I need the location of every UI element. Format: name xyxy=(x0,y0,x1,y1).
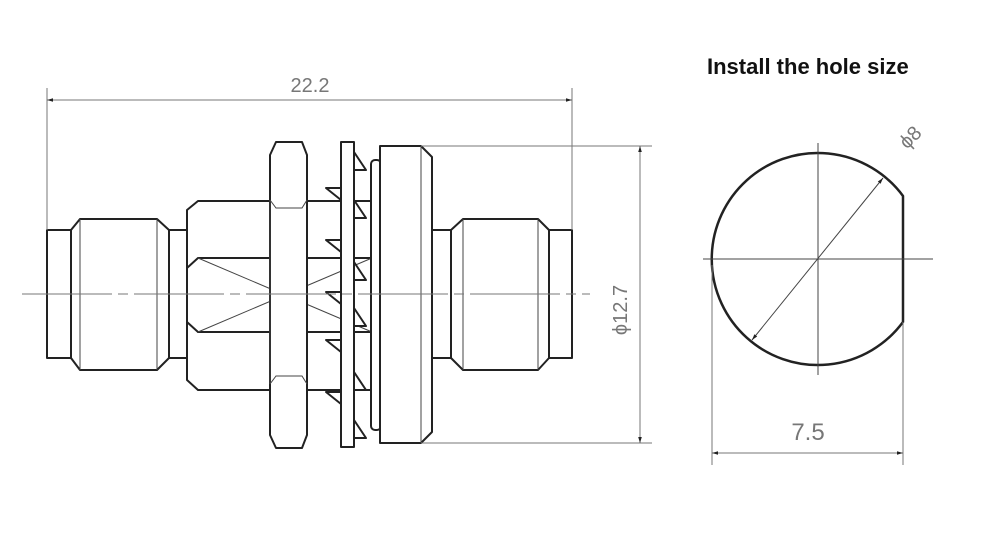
length-label: 22.2 xyxy=(291,75,330,97)
hex-nut xyxy=(269,141,308,449)
mounting-hole-view: ϕ8 7.5 xyxy=(703,122,933,465)
hole-width-label: 7.5 xyxy=(791,419,824,446)
connector-side-view xyxy=(22,141,590,449)
flange-diameter-dimension: ϕ12.7 xyxy=(421,145,652,444)
hole-diameter-label: ϕ8 xyxy=(895,122,926,153)
section-title: Install the hole size xyxy=(707,54,909,79)
length-dimension: 22.2 xyxy=(46,75,573,230)
flange-diameter-label: ϕ12.7 xyxy=(610,285,632,335)
